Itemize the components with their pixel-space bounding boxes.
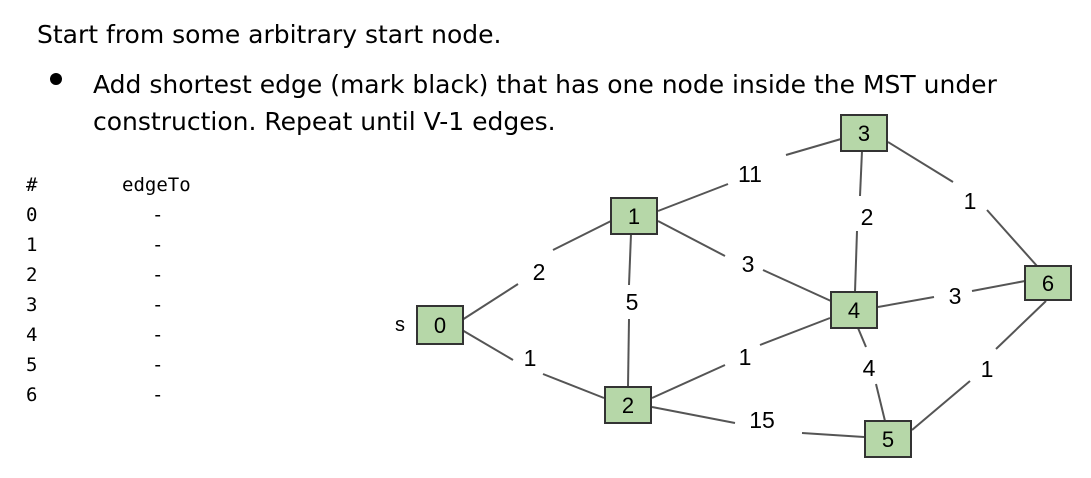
edge-weight-3-4: 2 (861, 204, 874, 230)
edge-1-2-b (627, 318, 630, 388)
edge-3-6-a (887, 141, 954, 183)
row-num: 0 (26, 204, 38, 226)
row-num: 5 (26, 354, 38, 376)
nodes-layer: 0 1 2 3 4 5 6 (416, 114, 1072, 458)
row-edge-to: - (152, 264, 164, 286)
graph-node-2: 2 (604, 386, 652, 424)
graph-node-3: 3 (840, 114, 888, 152)
node-box (604, 386, 652, 424)
row-num: 2 (26, 264, 38, 286)
edge-3-6-b (986, 209, 1038, 267)
edge-1-3-b (785, 138, 842, 156)
edge-5-6-a (911, 380, 971, 431)
graph-node-1: 1 (610, 197, 658, 235)
edge-weight-2-5: 15 (749, 407, 775, 433)
edge-weight-1-3: 11 (738, 161, 762, 187)
edge-2-5-a (651, 406, 736, 424)
node-label: 4 (848, 298, 860, 323)
node-box (416, 305, 464, 345)
edge-weight-4-6: 3 (949, 283, 962, 309)
node-label: 1 (628, 204, 640, 229)
edge-weight-0-2: 1 (524, 345, 537, 371)
edge-1-2-a (628, 233, 632, 286)
graph-node-6: 6 (1024, 265, 1072, 301)
row-edge-to: - (152, 204, 164, 226)
edge-4-5-a (857, 327, 867, 348)
node-label: 0 (434, 313, 446, 338)
edge-5-6-b (995, 300, 1047, 350)
row-edge-to: - (152, 324, 164, 346)
node-box (1024, 265, 1072, 301)
graph-node-4: 4 (830, 291, 878, 329)
bullet-text: Add shortest edge (mark black) that has … (93, 70, 997, 136)
node-label: 2 (622, 393, 634, 418)
start-marker: s (395, 314, 405, 336)
edge-weight-4-5: 4 (863, 355, 876, 381)
row-edge-to: - (152, 294, 164, 316)
row-num: 3 (26, 294, 38, 316)
node-label: 6 (1042, 271, 1054, 296)
edge-weight-0-1: 2 (533, 259, 546, 285)
edge-3-4-a (859, 150, 863, 197)
row-edge-to: - (152, 354, 164, 376)
intro-text: Start from some arbitrary start node. (37, 20, 502, 49)
node-label: 5 (882, 427, 894, 452)
edge-4-6-a (877, 296, 935, 308)
edge-1-3-a (657, 183, 729, 212)
edge-2-5-b (801, 432, 865, 438)
edge-weight-3-6: 1 (964, 188, 977, 214)
node-box (610, 197, 658, 235)
edge-4-6-b (971, 280, 1026, 292)
graph-node-0: 0 (416, 305, 464, 345)
edge-4-5-b (875, 383, 886, 422)
edge-2-4-a (651, 364, 726, 399)
edges-layer (461, 138, 1047, 438)
edge-0-2-b (542, 373, 605, 399)
table-header-num: # (26, 174, 38, 196)
node-box (864, 420, 912, 458)
edge-weight-5-6: 1 (981, 356, 994, 382)
edge-weight-2-4: 1 (739, 344, 752, 370)
table-header-edge-to: edgeTo (122, 174, 191, 196)
node-box (840, 114, 888, 152)
edge-0-1-b (552, 220, 612, 251)
edge-3-4-b (854, 230, 858, 293)
node-label: 3 (858, 121, 870, 146)
edge-0-1-a (461, 283, 519, 321)
edge-1-4-a (657, 220, 726, 257)
edge-0-2-a (461, 329, 514, 361)
node-box (830, 291, 878, 329)
edge-2-4-b (759, 317, 831, 346)
row-num: 1 (26, 234, 38, 256)
row-num: 6 (26, 384, 38, 406)
edge-weight-1-4: 3 (742, 251, 755, 277)
edge-1-4-b (762, 269, 832, 302)
graph-node-5: 5 (864, 420, 912, 458)
row-num: 4 (26, 324, 38, 346)
row-edge-to: - (152, 384, 164, 406)
edge-weight-1-2: 5 (626, 289, 639, 315)
bullet-dot (50, 73, 62, 85)
row-edge-to: - (152, 234, 164, 256)
